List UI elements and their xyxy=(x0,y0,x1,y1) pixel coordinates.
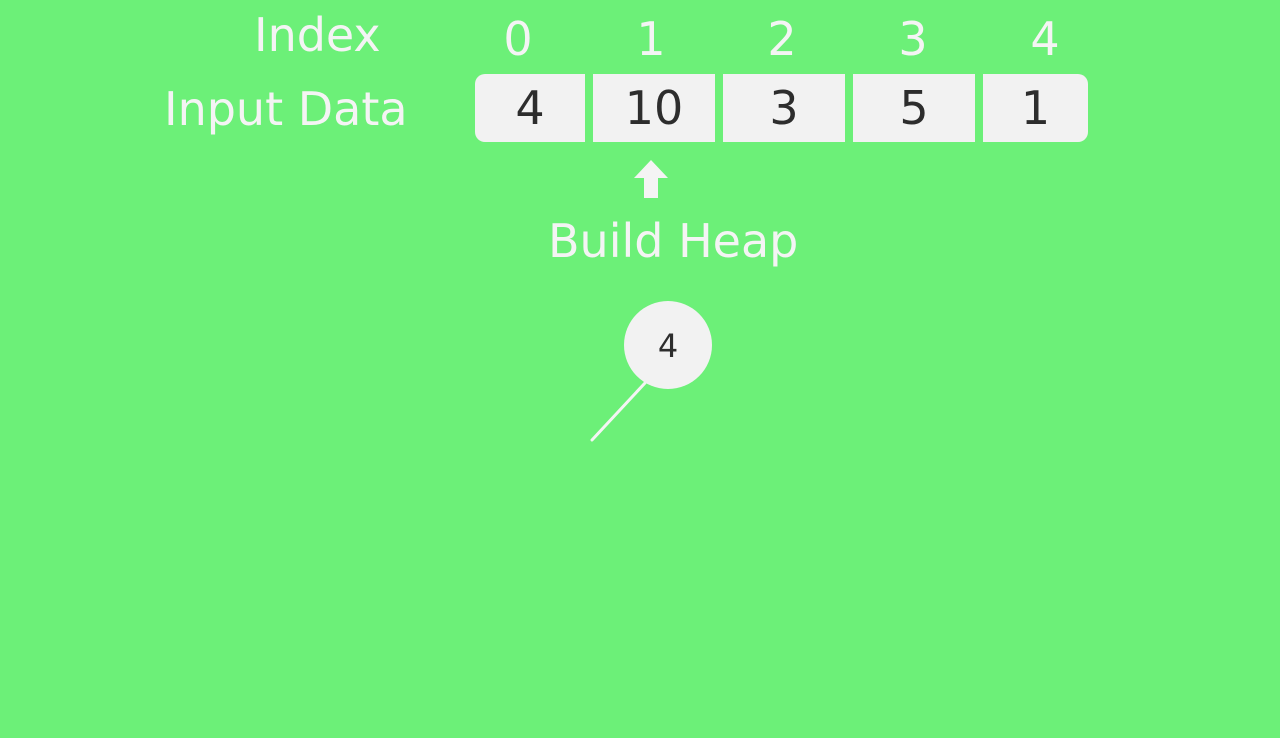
index-2: 2 xyxy=(767,12,797,66)
tree-node-root xyxy=(624,301,712,389)
tree-edge-left-child xyxy=(590,381,647,442)
array-cell-3: 5 xyxy=(853,74,975,142)
index-3: 3 xyxy=(898,12,928,66)
tree-node-root-value: 4 xyxy=(658,327,678,365)
array-cell-1: 10 xyxy=(593,74,715,142)
build-heap-label: Build Heap xyxy=(548,214,799,268)
index-row-label: Index xyxy=(254,8,381,62)
array-cell-4: 1 xyxy=(983,74,1088,142)
index-4: 4 xyxy=(1030,12,1060,66)
input-data-row-label: Input Data xyxy=(164,82,408,136)
index-1: 1 xyxy=(636,12,666,66)
array-cell-2: 3 xyxy=(723,74,845,142)
arrow-up-icon xyxy=(634,160,668,198)
index-0: 0 xyxy=(503,12,533,66)
array-cell-0: 4 xyxy=(475,74,585,142)
